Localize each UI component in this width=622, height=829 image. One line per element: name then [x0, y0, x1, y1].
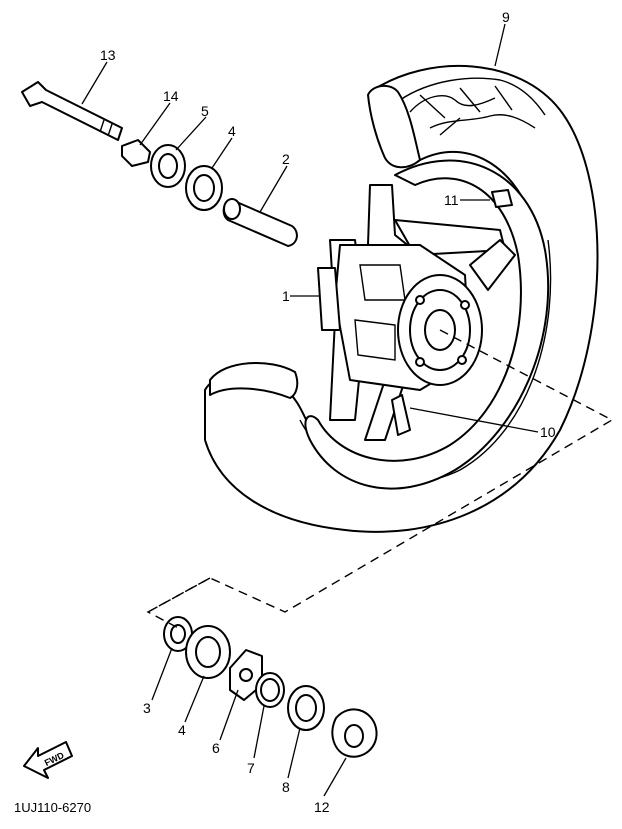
- callout-4-upper: 4: [228, 123, 236, 139]
- axle-assembly: [21, 81, 298, 247]
- callout-numbers: 13 14 5 4 2 1 9 11 10 3 4 6 7 8 12: [100, 9, 556, 815]
- balance-weight: [491, 189, 513, 208]
- callout-1: 1: [282, 288, 290, 304]
- forward-direction-arrow: FWD: [23, 741, 73, 779]
- diagram-code: 1UJ110-6270: [14, 800, 91, 815]
- leader-lines: [81, 23, 539, 797]
- cast-wheel: [304, 159, 550, 490]
- callout-10: 10: [540, 424, 556, 440]
- lower-parts: [163, 616, 378, 758]
- callout-5: 5: [201, 103, 209, 119]
- tire-valve: [391, 394, 411, 436]
- callout-9: 9: [502, 9, 510, 25]
- callout-7: 7: [247, 760, 255, 776]
- callout-2: 2: [282, 151, 290, 167]
- callout-6: 6: [212, 740, 220, 756]
- callout-13: 13: [100, 47, 116, 63]
- callout-3: 3: [143, 700, 151, 716]
- callout-12: 12: [314, 799, 330, 815]
- callout-4-lower: 4: [178, 722, 186, 738]
- callout-8: 8: [282, 779, 290, 795]
- assembly-line-2: [147, 577, 211, 613]
- callout-14: 14: [163, 88, 179, 104]
- callout-11: 11: [444, 192, 459, 208]
